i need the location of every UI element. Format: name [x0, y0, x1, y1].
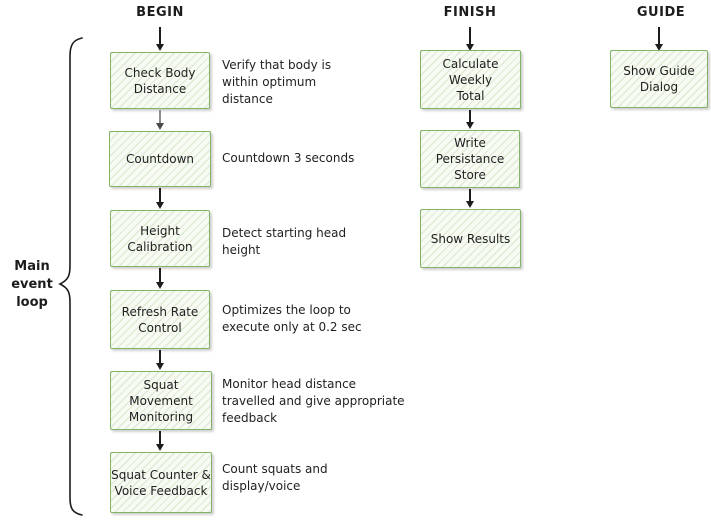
down-arrow-icon [155, 27, 165, 51]
down-arrow-icon [155, 268, 165, 289]
node-label: Height Calibration [127, 223, 193, 254]
down-arrow-icon [155, 110, 165, 130]
node-write-persistance-store: Write Persistance Store [420, 130, 520, 188]
node-label: Show Guide Dialog [623, 64, 695, 94]
node-check-body-distance: Check Body Distance [110, 52, 210, 109]
node-squat-counter-voice-feedback: Squat Counter & Voice Feedback [110, 452, 212, 513]
node-label: Squat Movement Monitoring [128, 377, 194, 424]
node-label: Refresh Rate Control [121, 304, 199, 335]
node-squat-movement-monitoring: Squat Movement Monitoring [110, 371, 212, 430]
node-countdown: Countdown [109, 131, 211, 187]
down-arrow-icon [465, 189, 475, 208]
desc-check-body-distance: Verify that body is within optimum dista… [222, 58, 332, 106]
desc-countdown: Countdown 3 seconds [222, 151, 355, 165]
node-height-calibration: Height Calibration [110, 210, 210, 267]
node-label: Squat Counter & Voice Feedback [111, 467, 211, 498]
column-header-guide: GUIDE [636, 5, 686, 20]
column-header-begin: BEGIN [136, 5, 184, 20]
node-refresh-rate-control: Refresh Rate Control [110, 290, 210, 349]
desc-squat-counter-voice-feedback: Count squats and display/voice [222, 462, 328, 493]
node-calculate-weekly-total: Calculate Weekly Total [420, 50, 521, 109]
down-arrow-icon [155, 350, 165, 370]
down-arrow-icon [155, 188, 165, 209]
down-arrow-icon [465, 110, 475, 129]
desc-squat-movement-monitoring: Monitor head distance travelled and give… [222, 377, 405, 425]
node-label: Check Body Distance [124, 65, 196, 96]
node-label: Calculate Weekly Total [442, 56, 499, 103]
column-header-finish: FINISH [443, 5, 497, 20]
down-arrow-icon [465, 27, 475, 51]
node-label: Show Results [430, 231, 511, 246]
down-arrow-icon [654, 27, 664, 51]
node-label: Countdown [125, 152, 194, 166]
main-loop-brace [58, 37, 83, 516]
main-event-loop-label: Main event loop [11, 259, 53, 310]
node-label: Write Persistance Store [435, 136, 505, 182]
node-show-guide-dialog: Show Guide Dialog [610, 50, 708, 108]
down-arrow-icon [155, 431, 165, 451]
desc-refresh-rate-control: Optimizes the loop to execute only at 0.… [222, 303, 362, 334]
node-show-results: Show Results [420, 209, 521, 268]
desc-height-calibration: Detect starting head height [222, 226, 347, 257]
